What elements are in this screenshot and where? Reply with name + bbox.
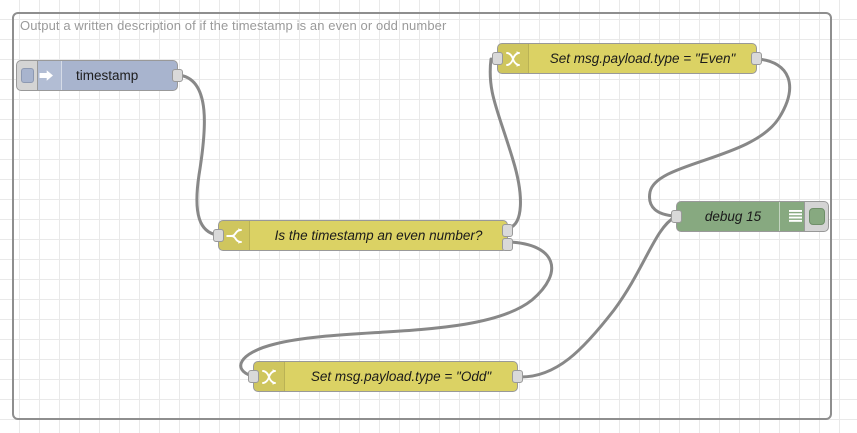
change-even-input-port[interactable] <box>492 52 503 65</box>
change-even-output-port[interactable] <box>751 52 762 65</box>
change-odd-node-label: Set msg.payload.type = "Odd" <box>310 369 492 384</box>
node-change-even[interactable]: Set msg.payload.type = "Even" <box>492 43 762 74</box>
debug-lines-icon <box>779 202 810 231</box>
change-swap-icon <box>498 44 529 73</box>
switch-node-label: Is the timestamp an even number? <box>274 228 483 243</box>
inject-node-label: timestamp <box>76 68 139 83</box>
switch-input-port[interactable] <box>213 229 224 242</box>
switch-branch-icon <box>219 221 250 250</box>
debug-enable-toggle-button[interactable] <box>804 201 829 232</box>
switch-output-port-2[interactable] <box>502 238 513 251</box>
change-even-node-label: Set msg.payload.type = "Even" <box>549 51 736 66</box>
node-change-odd[interactable]: Set msg.payload.type = "Odd" <box>248 361 523 392</box>
node-switch-even-check[interactable]: Is the timestamp an even number? <box>213 220 513 251</box>
inject-button-knob <box>20 68 34 83</box>
change-odd-input-port[interactable] <box>248 370 259 383</box>
debug-node-label: debug 15 <box>704 209 762 224</box>
flow-group-box[interactable] <box>12 12 832 420</box>
inject-output-port[interactable] <box>172 69 183 82</box>
node-inject-timestamp[interactable]: timestamp <box>16 60 183 91</box>
change-odd-output-port[interactable] <box>512 370 523 383</box>
node-debug[interactable]: debug 15 <box>671 201 829 232</box>
inject-trigger-button[interactable] <box>16 60 38 91</box>
change-swap-icon <box>254 362 285 391</box>
debug-toggle-knob <box>808 208 825 225</box>
switch-output-port-1[interactable] <box>502 224 513 237</box>
debug-input-port[interactable] <box>671 210 682 223</box>
flow-group-label: Output a written description of if the t… <box>20 18 447 33</box>
